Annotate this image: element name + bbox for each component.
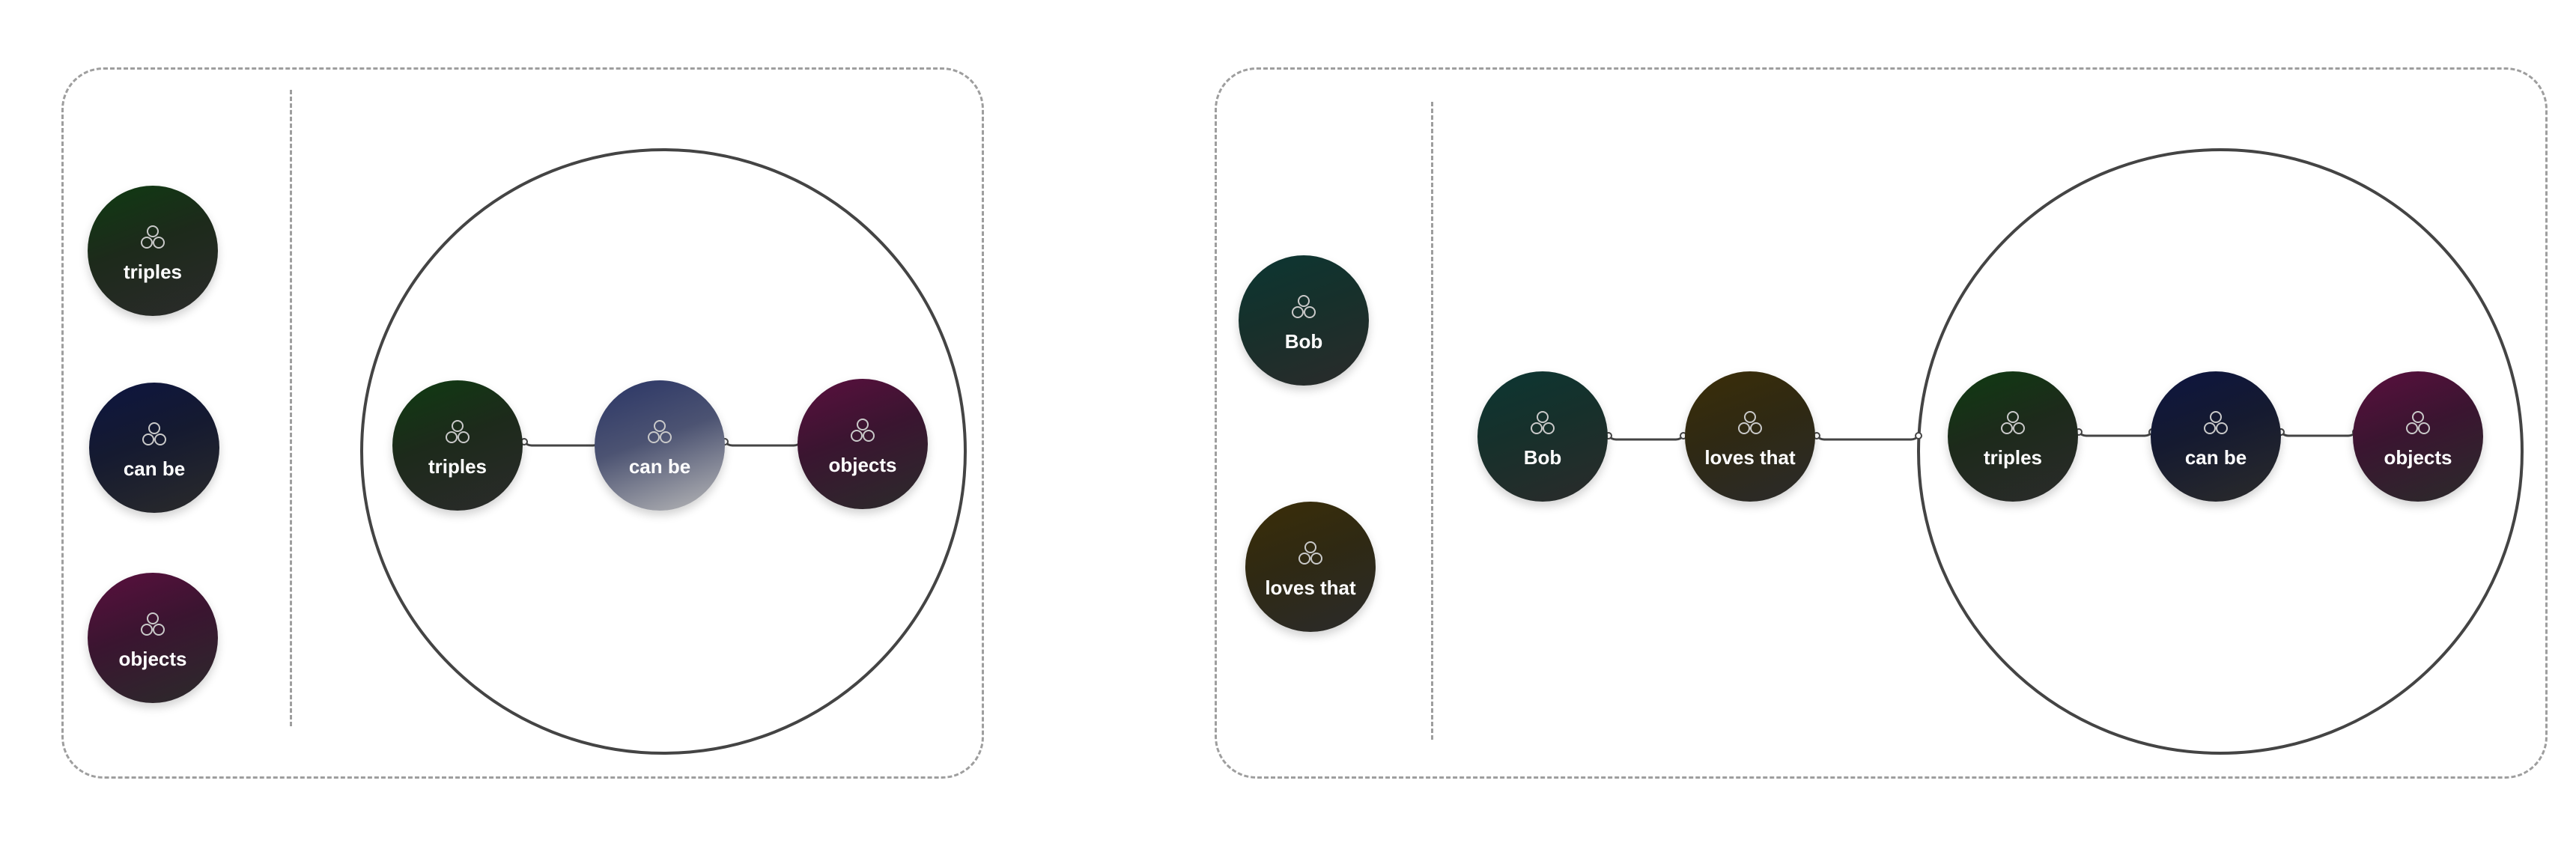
group-node-objects[interactable]: objects — [798, 379, 928, 509]
triple-circles-icon — [1738, 410, 1762, 434]
group-node-triples[interactable]: triples — [1948, 371, 2078, 502]
node-label: triples — [123, 260, 183, 283]
palette-node-loves-that[interactable]: loves that — [1245, 502, 1376, 632]
triple-circles-icon — [2204, 410, 2228, 434]
right-panel — [1215, 67, 2548, 779]
right-panel-divider — [1431, 102, 1433, 740]
triple-circles-icon — [1531, 410, 1555, 434]
node-label: objects — [828, 453, 897, 476]
palette-node-objects[interactable]: objects — [88, 573, 218, 703]
node-label: triples — [1983, 445, 2043, 469]
palette-node-can-be[interactable]: can be — [89, 383, 219, 513]
node-label: can be — [2184, 445, 2247, 469]
triple-circles-icon — [446, 419, 470, 443]
group-node-objects[interactable]: objects — [2353, 371, 2483, 502]
triple-circles-icon — [142, 422, 166, 445]
node-label: can be — [123, 457, 186, 480]
triple-circles-icon — [851, 418, 875, 442]
triple-circles-icon — [2406, 410, 2430, 434]
triple-circles-icon — [141, 612, 165, 636]
right-group-circle[interactable] — [1917, 148, 2524, 755]
node-label: objects — [2384, 445, 2452, 469]
node-label: objects — [118, 647, 187, 670]
node-label: loves that — [1704, 445, 1796, 469]
triple-circles-icon — [141, 225, 165, 249]
group-node-triples[interactable]: triples — [392, 380, 523, 511]
group-node-can-be[interactable]: can be — [2151, 371, 2281, 502]
left-panel-divider — [290, 90, 292, 726]
triple-circles-icon — [1292, 294, 1316, 318]
link-canbe-objects — [723, 441, 803, 447]
triple-circles-icon — [1298, 541, 1322, 565]
left-panel — [61, 67, 984, 779]
left-group-circle[interactable] — [360, 148, 967, 755]
link-bob-loves — [1607, 435, 1685, 441]
node-label: loves that — [1265, 576, 1356, 599]
link-triples2-canbe2 — [2077, 431, 2154, 437]
node-label: Bob — [1284, 329, 1323, 353]
palette-node-triples[interactable]: triples — [88, 186, 218, 316]
node-label: can be — [628, 454, 691, 478]
triple-circles-icon — [2001, 410, 2025, 434]
group-node-can-be[interactable]: can be — [595, 380, 725, 511]
node-label: triples — [428, 454, 487, 478]
link-triples-canbe — [523, 441, 602, 447]
triple-circles-icon — [648, 419, 672, 443]
link-canbe2-objects2 — [2279, 431, 2357, 437]
node-label: Bob — [1523, 445, 1562, 469]
palette-node-bob[interactable]: Bob — [1239, 255, 1369, 386]
chain-node-bob[interactable]: Bob — [1477, 371, 1608, 502]
link-loves-group — [1815, 435, 1920, 441]
chain-node-loves-that[interactable]: loves that — [1685, 371, 1815, 502]
